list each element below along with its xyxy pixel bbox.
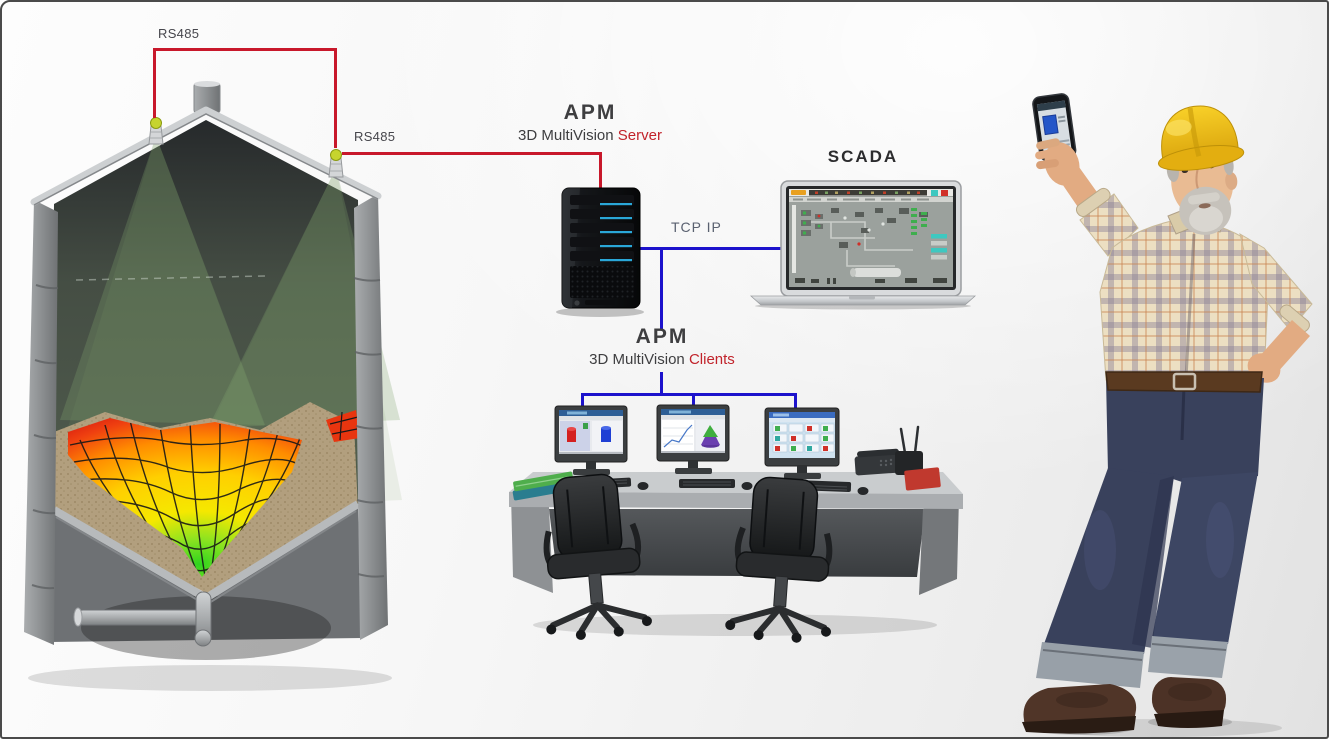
clients-subtitle-text: 3D MultiVision — [589, 351, 685, 369]
office-chair-1 — [543, 473, 652, 640]
clients-subtitle: 3D MultiVision Clients — [572, 351, 752, 368]
discharge-pipe — [73, 591, 212, 647]
client-drop-line-3 — [794, 393, 797, 412]
silo-interior — [50, 120, 362, 510]
clients-workstation-illustration — [497, 395, 972, 645]
silo-shadow — [28, 665, 392, 691]
client-drop-line-2 — [692, 393, 695, 409]
tcpip-label: TCP IP — [671, 219, 722, 235]
mouse-icon — [637, 482, 869, 495]
jean-cuff — [1148, 636, 1228, 678]
server-title: APM — [563, 101, 617, 124]
silo-vent — [193, 81, 221, 114]
belt — [1105, 371, 1263, 393]
scada-label: SCADA — [827, 147, 899, 166]
client-feed-line-segment — [660, 247, 663, 329]
clients-subtitle-accent: Clients — [688, 351, 735, 369]
silo-svg — [24, 81, 402, 691]
worker-svg — [1022, 93, 1313, 737]
scanner-sensor-1-icon — [148, 117, 164, 145]
mustache — [1188, 192, 1220, 205]
silo-illustration — [10, 80, 402, 730]
worker-jeans — [1036, 378, 1264, 688]
hard-hat-icon — [1158, 105, 1245, 171]
client-monitor-2 — [656, 404, 730, 474]
scada-screen — [789, 189, 953, 287]
server-subtitle-accent: Server — [617, 127, 662, 145]
workstation-svg — [509, 404, 963, 643]
jean-cuff — [1036, 642, 1144, 688]
silo-walls — [24, 194, 388, 645]
worker-illustration — [1010, 80, 1327, 737]
client-feed-line-segment — [660, 372, 663, 396]
server-subtitle: 3D MultiVision Server — [500, 127, 680, 144]
server-label: APM 3D MultiVision Server — [500, 101, 680, 144]
client-drop-line-1 — [581, 393, 584, 409]
rs485-label-2: RS485 — [354, 129, 396, 144]
silo-roof — [30, 106, 382, 206]
worker-raised-arm — [1035, 138, 1139, 257]
office-chair-2 — [725, 476, 833, 643]
client-monitor-3 — [764, 407, 840, 479]
router-icon — [895, 425, 923, 475]
level-dashed-line — [75, 275, 266, 281]
rs485-line-segment — [599, 152, 602, 192]
rs485-line-segment — [342, 152, 602, 155]
desk-phone-icon — [854, 448, 902, 476]
server-svg — [556, 187, 644, 317]
red-notebook — [904, 467, 941, 491]
tcpip-line-segment — [632, 247, 782, 250]
server-subtitle-text: 3D MultiVision — [518, 127, 614, 145]
clients-label: APM 3D MultiVision Clients — [572, 325, 752, 368]
client-bus-line-segment — [581, 393, 797, 396]
shoes — [1022, 677, 1232, 735]
scanner-sensor-2-icon — [328, 149, 344, 178]
rs485-line-segment — [334, 48, 337, 148]
client-monitor-1 — [554, 405, 628, 475]
rs485-label-1: RS485 — [158, 26, 200, 41]
worker-akimbo-arm — [1239, 232, 1313, 383]
laptop-svg — [749, 180, 977, 310]
scada-laptop-icon — [735, 178, 983, 310]
server-tower-icon — [550, 184, 655, 319]
rs485-line-segment — [153, 48, 156, 118]
clients-title: APM — [635, 325, 689, 348]
rs485-line-segment — [153, 48, 337, 51]
